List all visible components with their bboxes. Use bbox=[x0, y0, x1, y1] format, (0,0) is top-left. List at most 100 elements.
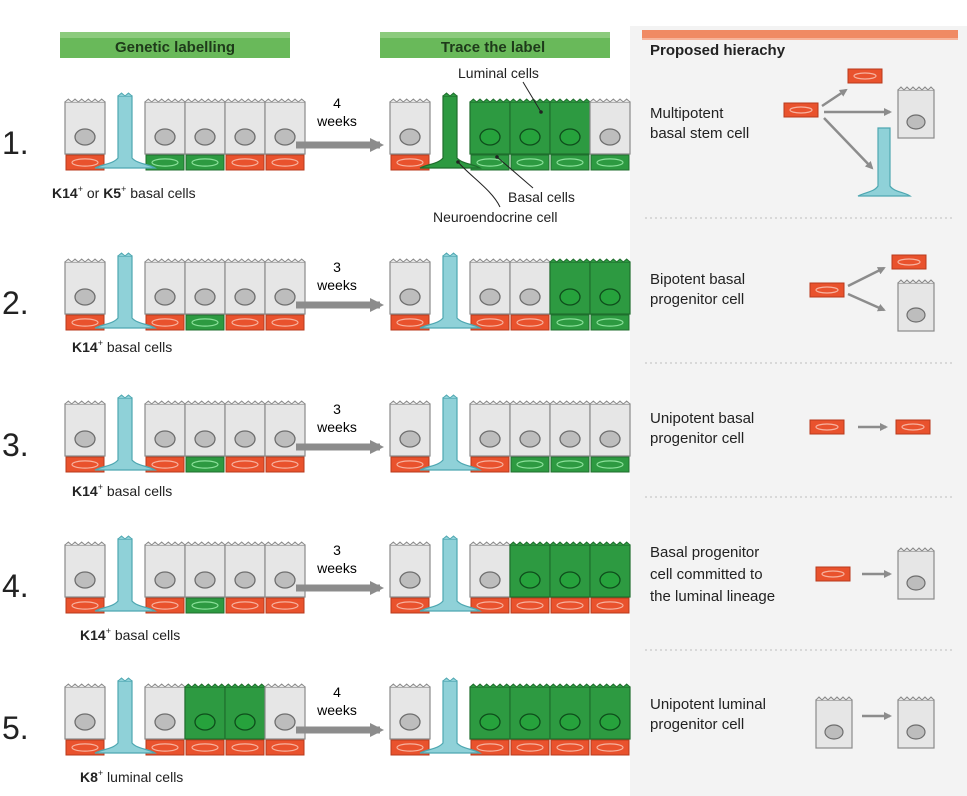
nucleus bbox=[74, 571, 96, 589]
nucleus bbox=[154, 430, 176, 448]
microvilli bbox=[897, 696, 935, 701]
nucleus bbox=[274, 713, 296, 731]
microvilli bbox=[184, 98, 226, 103]
microvilli bbox=[589, 98, 631, 103]
basal-cell-body bbox=[809, 419, 845, 435]
basal-nucleus bbox=[596, 460, 624, 469]
neuroendocrine-cell bbox=[857, 127, 912, 197]
nucleus bbox=[559, 713, 581, 731]
row-label: K14+ basal cells bbox=[72, 482, 172, 499]
microvilli bbox=[897, 547, 935, 552]
luminal-cell bbox=[389, 261, 431, 315]
time-value: 3 bbox=[333, 401, 341, 417]
luminal-cell bbox=[549, 544, 591, 598]
epithelium-after bbox=[389, 92, 631, 171]
nucleus bbox=[519, 128, 541, 146]
epithelium-before bbox=[64, 394, 306, 473]
epithelium-before bbox=[64, 92, 306, 171]
basal-nucleus bbox=[596, 318, 624, 327]
nucleus bbox=[559, 571, 581, 589]
basal-nucleus bbox=[191, 158, 219, 167]
basal-cell-body bbox=[891, 254, 927, 270]
microvilli bbox=[442, 394, 458, 399]
nucleus bbox=[194, 430, 216, 448]
neuroendocrine-cell bbox=[419, 95, 482, 169]
basal-cell bbox=[145, 739, 185, 756]
luminal-cell bbox=[509, 686, 551, 740]
pointer-dot bbox=[539, 110, 543, 114]
basal-cell bbox=[265, 456, 305, 473]
basal-nucleus bbox=[151, 743, 179, 752]
basal-nucleus bbox=[901, 423, 925, 431]
basal-nucleus bbox=[271, 460, 299, 469]
luminal-cell bbox=[469, 261, 511, 315]
hierarchy-panel bbox=[630, 26, 967, 796]
microvilli bbox=[897, 86, 935, 91]
basal-cell bbox=[265, 314, 305, 331]
luminal-cell bbox=[389, 403, 431, 457]
basal-cell bbox=[185, 597, 225, 614]
basal-cell bbox=[225, 314, 265, 331]
basal-nucleus bbox=[231, 460, 259, 469]
basal-nucleus bbox=[853, 72, 877, 80]
nucleus bbox=[559, 430, 581, 448]
luminal-cell bbox=[64, 403, 106, 457]
luminal-cell bbox=[549, 101, 591, 155]
basal-cell-body bbox=[783, 102, 819, 118]
row-number: 1. bbox=[2, 125, 29, 161]
epithelium-before bbox=[64, 677, 306, 756]
basal-progenitor-cell bbox=[847, 68, 883, 84]
basal-cell bbox=[185, 314, 225, 331]
row-1-annotations: Luminal cells Basal cells Neuroendocrine… bbox=[433, 65, 575, 225]
row-number: 5. bbox=[2, 710, 29, 746]
nucleus bbox=[154, 571, 176, 589]
basal-cell bbox=[510, 314, 550, 331]
nucleus bbox=[399, 571, 421, 589]
basal-cell bbox=[590, 739, 630, 756]
time-unit: weeks bbox=[316, 277, 357, 293]
basal-cell bbox=[145, 314, 185, 331]
neuroendocrine-cell bbox=[94, 95, 157, 169]
basal-nucleus bbox=[271, 601, 299, 610]
basal-nucleus bbox=[396, 460, 424, 469]
nucleus bbox=[274, 571, 296, 589]
basal-cell bbox=[145, 154, 185, 171]
time-value: 4 bbox=[333, 95, 341, 111]
header-genetic-labelling-text: Genetic labelling bbox=[115, 39, 235, 56]
microvilli bbox=[549, 541, 591, 546]
row-label: K14+ basal cells bbox=[72, 338, 172, 355]
nucleus bbox=[154, 288, 176, 306]
basal-nucleus bbox=[191, 318, 219, 327]
luminal-cell bbox=[897, 86, 935, 139]
basal-cell bbox=[390, 314, 430, 331]
nucleus bbox=[194, 128, 216, 146]
microvilli bbox=[144, 541, 186, 546]
basal-nucleus bbox=[789, 106, 813, 114]
nucleus bbox=[479, 713, 501, 731]
basal-nucleus bbox=[191, 601, 219, 610]
header-trace-the-label-text: Trace the label bbox=[441, 39, 545, 56]
annotation-luminal-cells: Luminal cells bbox=[458, 65, 539, 81]
luminal-cell bbox=[144, 686, 186, 740]
microvilli bbox=[469, 683, 511, 688]
nucleus bbox=[399, 288, 421, 306]
microvilli bbox=[549, 400, 591, 405]
microvilli bbox=[224, 98, 266, 103]
epithelium-after bbox=[389, 677, 631, 756]
basal-nucleus bbox=[897, 258, 921, 266]
basal-nucleus bbox=[231, 158, 259, 167]
epithelium-after bbox=[389, 535, 631, 614]
basal-cell bbox=[225, 154, 265, 171]
header-proposed-hierarchy: Proposed hierachy bbox=[642, 30, 958, 59]
microvilli bbox=[549, 258, 591, 263]
annotation-neuroendocrine-cell: Neuroendocrine cell bbox=[433, 209, 558, 225]
nucleus bbox=[519, 713, 541, 731]
basal-progenitor-cell bbox=[815, 566, 851, 582]
luminal-cell bbox=[589, 261, 631, 315]
basal-nucleus bbox=[71, 743, 99, 752]
row-1: 1. K14+ or K5+ basal cells 4 weeks bbox=[2, 92, 631, 201]
basal-progenitor-cell bbox=[809, 419, 845, 435]
